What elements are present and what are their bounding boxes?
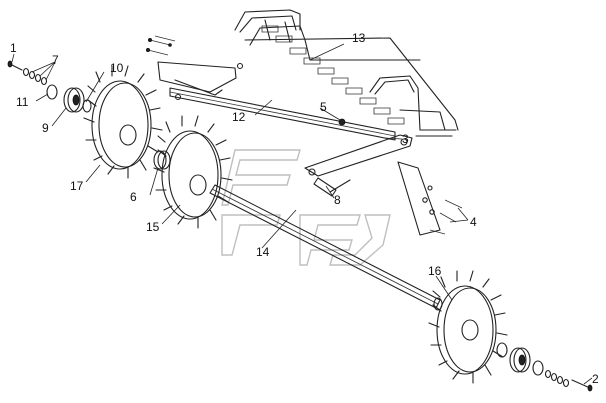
- label-11: 11: [16, 95, 29, 109]
- label-14: 14: [256, 245, 270, 259]
- label-6: 6: [130, 190, 137, 204]
- rear-frame-13: [234, 9, 459, 137]
- right-hardware: [496, 342, 593, 392]
- label-9: 9: [42, 121, 49, 135]
- leader-lines: [11, 43, 593, 385]
- label-15: 15: [146, 220, 160, 234]
- label-5: 5: [320, 100, 327, 114]
- beam-12: [169, 87, 396, 141]
- label-8: 8: [334, 193, 341, 207]
- label-3: 3: [402, 132, 409, 146]
- label-7: 7: [52, 53, 59, 67]
- side-arm-3: [304, 134, 441, 236]
- left-hardware: [7, 60, 92, 113]
- watermark-logo: [221, 149, 391, 266]
- label-10: 10: [110, 61, 124, 75]
- nut-5: [338, 118, 346, 126]
- sprocket-15: [153, 115, 233, 229]
- bushing-6: [153, 150, 171, 170]
- label-1: 1: [10, 41, 17, 55]
- part-labels: 1 7 10 11 9 17 6 15 12 13 5 3 4 8 14 16 …: [10, 31, 599, 386]
- frame-bolts: [145, 35, 176, 56]
- label-17: 17: [70, 179, 84, 193]
- label-13: 13: [352, 31, 366, 45]
- label-16: 16: [428, 264, 442, 278]
- bolts-4: [429, 199, 463, 235]
- shaft-14: [209, 184, 443, 311]
- sprocket-17: [83, 65, 163, 179]
- label-4: 4: [470, 215, 477, 229]
- label-12: 12: [232, 110, 246, 124]
- link-8: [313, 177, 351, 197]
- sprocket-16: [428, 270, 508, 384]
- label-2: 2: [592, 372, 599, 386]
